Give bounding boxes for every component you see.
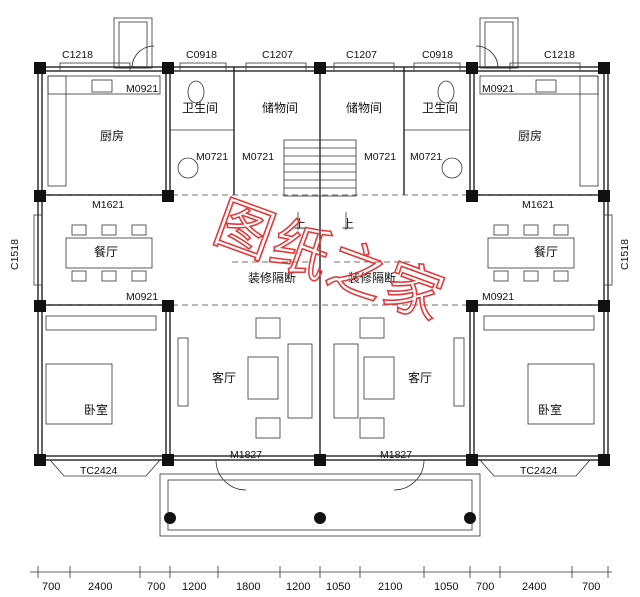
front-porch <box>49 459 591 537</box>
stair-up-label: 上 <box>294 217 306 231</box>
window-label: TC2424 <box>80 465 118 477</box>
door-label: M1621 <box>92 199 124 211</box>
dimension-label: 1200 <box>182 581 206 593</box>
window-frames <box>33 62 613 286</box>
staircase <box>283 139 357 230</box>
dimension-label: 1050 <box>326 581 350 593</box>
living-furniture <box>177 317 465 439</box>
window-label: C0918 <box>186 49 217 61</box>
room-label: 餐厅 <box>94 244 118 259</box>
window-label: C1207 <box>346 49 377 61</box>
dimension-label: 1800 <box>236 581 260 593</box>
room-label: 装修隔断 <box>248 270 296 285</box>
door-label: M0721 <box>196 151 228 163</box>
dimension-label: 700 <box>42 581 60 593</box>
door-label: M1827 <box>230 449 262 461</box>
room-label: 客厅 <box>408 370 432 385</box>
room-label: 客厅 <box>212 370 236 385</box>
structural-columns <box>34 62 610 466</box>
room-label: 装修隔断 <box>348 270 396 285</box>
door-label: M0721 <box>242 151 274 163</box>
room-label: 卧室 <box>84 402 108 417</box>
door-label: M0921 <box>126 291 158 303</box>
room-label: 厨房 <box>518 128 542 143</box>
rear-entries <box>113 17 519 69</box>
door-label: M0921 <box>482 291 514 303</box>
dimension-line <box>30 566 612 578</box>
door-label: M0921 <box>482 83 514 95</box>
room-label: 卧室 <box>538 402 562 417</box>
window-label: C1218 <box>544 49 575 61</box>
dimension-label: 1200 <box>286 581 310 593</box>
dimension-label: 2100 <box>378 581 402 593</box>
room-label: 卫生间 <box>182 101 218 115</box>
dimension-label: 2400 <box>522 581 546 593</box>
window-label: C0918 <box>422 49 453 61</box>
room-label: 卫生间 <box>422 101 458 115</box>
window-label: C1207 <box>262 49 293 61</box>
door-label: M0921 <box>126 83 158 95</box>
window-label: C1518 <box>9 239 21 270</box>
window-label: C1518 <box>619 239 631 270</box>
door-label: M1827 <box>380 449 412 461</box>
door-label: M1621 <box>522 199 554 211</box>
dimension-label: 700 <box>476 581 494 593</box>
dimension-label: 700 <box>147 581 165 593</box>
dining-sets <box>65 224 575 282</box>
watermark: 图纸之家 <box>206 188 455 334</box>
bedroom-furniture <box>45 315 595 425</box>
door-label: M0721 <box>364 151 396 163</box>
room-label: 餐厅 <box>534 244 558 259</box>
interior-walls <box>42 67 604 460</box>
kitchen-fixtures <box>47 75 599 187</box>
door-label: M0721 <box>410 151 442 163</box>
dimension-label: 2400 <box>88 581 112 593</box>
window-label: TC2424 <box>520 465 558 477</box>
window-label: C1218 <box>62 49 93 61</box>
stair-up-label: 上 <box>342 217 354 231</box>
room-label: 储物间 <box>346 100 382 115</box>
bathroom-fixtures <box>177 80 463 179</box>
dimension-label: 1050 <box>434 581 458 593</box>
room-label: 储物间 <box>262 100 298 115</box>
room-label: 厨房 <box>100 128 124 143</box>
dimension-label: 700 <box>582 581 600 593</box>
